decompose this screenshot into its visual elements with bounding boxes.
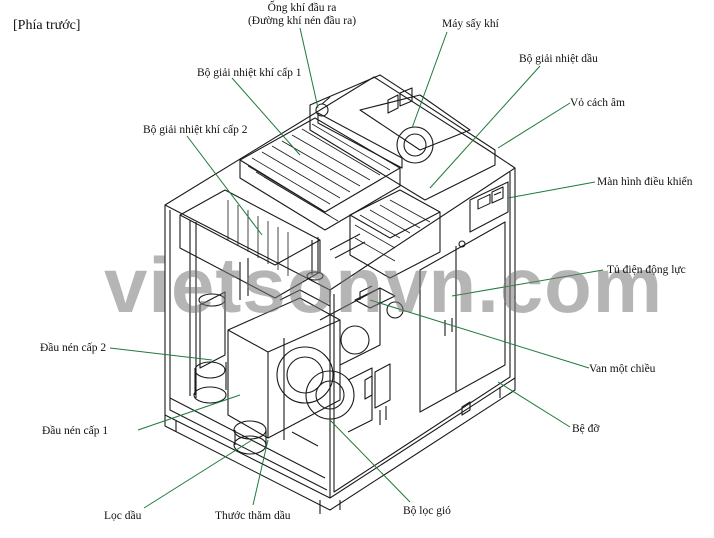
label-oil-cooler: Bộ giải nhiệt dầu: [519, 53, 598, 65]
label-air-cooler-1: Bộ giải nhiệt khí cấp 1: [197, 67, 302, 79]
base-frame: [164, 378, 516, 511]
label-air-filter: Bộ lọc gió: [403, 505, 451, 517]
motor: [305, 370, 355, 420]
stage2-head: [199, 291, 226, 369]
label-check-valve: Van một chiều: [589, 363, 656, 375]
label-outlet-pipe-sub: (Đường khí nén đầu ra): [247, 15, 357, 27]
leader-outlet-pipe: [299, 27, 319, 109]
leader-air-cooler-2: [186, 135, 263, 236]
label-control-screen: Màn hình điều khiển: [597, 176, 693, 188]
label-soundproof-cover: Vỏ cách âm: [570, 97, 625, 109]
label-power-cabinet: Tủ điện động lực: [607, 264, 686, 276]
leader-soundproof: [497, 102, 571, 149]
control-panel: [469, 181, 509, 233]
label-air-dryer: Máy sấy khí: [442, 18, 499, 30]
check-valve: [354, 287, 396, 309]
leader-base: [497, 381, 571, 428]
leader-air-dryer: [411, 31, 448, 129]
leader-oil-cooler: [429, 65, 541, 189]
label-dipstick: Thước thăm dầu: [215, 510, 291, 522]
leader-check-valve: [369, 299, 590, 369]
leader-dipstick: [252, 439, 269, 506]
leader-stage1-head: [137, 394, 241, 431]
watermark: vietsonvn.com: [104, 241, 664, 329]
leader-stage2-head: [109, 347, 213, 361]
leader-control-screen: [507, 181, 596, 199]
power-cabinet-door: [419, 221, 506, 413]
leader-power-cabinet: [451, 269, 604, 297]
label-stage2-head: Đầu nén cấp 2: [40, 342, 107, 354]
leader-air-filter: [329, 419, 411, 503]
label-oil-filter: Lọc dầu: [104, 510, 142, 522]
label-air-cooler-2: Bộ giải nhiệt khí cấp 2: [143, 124, 248, 136]
enclosure-outline: [164, 76, 516, 499]
label-outlet-pipe: Ống khí đầu ra: [267, 2, 337, 14]
gearbox: [227, 297, 341, 439]
view-title: [Phía trước]: [13, 18, 81, 33]
leader-air-cooler-1: [231, 77, 301, 156]
label-stage1-head: Đầu nén cấp 1: [42, 425, 109, 437]
label-base: Bệ đỡ: [572, 423, 600, 435]
leader-oil-filter: [143, 439, 253, 509]
dryer-housing: [309, 74, 496, 201]
